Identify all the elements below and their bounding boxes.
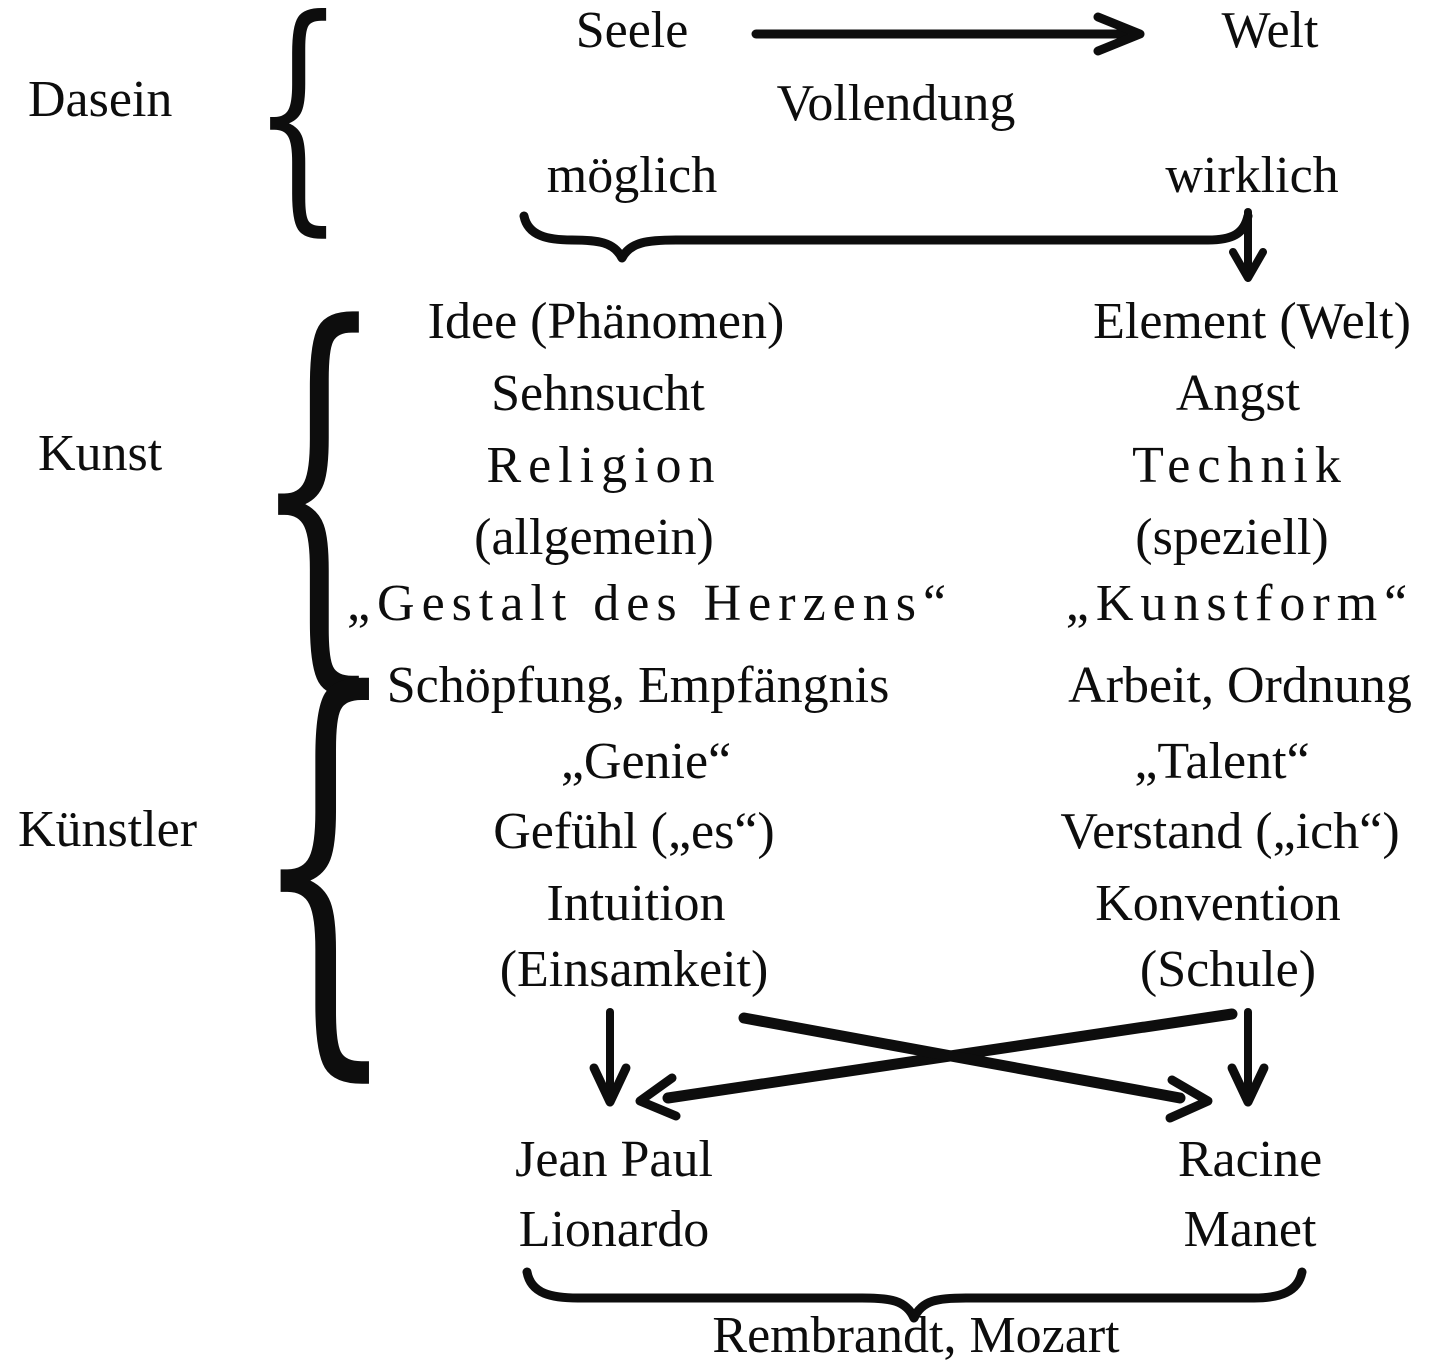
kuenstler-right-line-3: Verstand („ich“) [1060,803,1400,860]
brace-kuenstler: { [252,604,398,1116]
kunst-left-line-1: Idee (Phänomen) [427,293,785,350]
wirklich-down-arrow-icon [1229,208,1267,282]
example-left-line-2: Lionardo [518,1201,710,1258]
kuenstler-left-line-3: Gefühl („es“) [493,803,775,860]
kunst-right-line-5: „Kunstform“ [1065,575,1415,632]
dasein-left-top: Seele [575,2,689,59]
dasein-left-bottom: möglich [546,147,718,204]
row-label-dasein: Dasein [28,71,173,128]
einsamkeit-down-arrow-icon [589,1008,631,1107]
brace-dasein: { [252,0,345,257]
cross-arrow-to-right-icon [738,1012,1213,1123]
kunst-left-line-3: Religion [486,437,722,494]
seele-to-welt-arrow-icon [751,12,1145,56]
dasein-right-top: Welt [1221,2,1319,59]
schule-down-arrow-icon [1227,1008,1269,1107]
kuenstler-right-line-2: „Talent“ [1134,733,1310,790]
cross-arrow-to-left-icon [635,1008,1238,1121]
kuenstler-left-line-4: Intuition [546,875,726,932]
example-right-line-2: Manet [1183,1201,1317,1258]
dasein-middle-label: Vollendung [776,75,1016,132]
moeglich-wirklich-underbrace-icon [519,211,1253,263]
kunst-right-line-2: Angst [1175,365,1301,422]
kunst-left-line-4: (allgemein) [474,509,714,566]
kuenstler-right-line-1: Arbeit, Ordnung [1068,657,1412,714]
dasein-right-bottom: wirklich [1165,147,1339,204]
kunst-right-line-4: (speziell) [1135,509,1329,566]
brace-kunst: { [252,241,385,728]
kuenstler-left-line-1: Schöpfung, Empfängnis [386,657,890,714]
example-synthesis: Rembrandt, Mozart [712,1307,1120,1364]
kuenstler-right-line-4: Konvention [1095,875,1341,932]
example-left-line-1: Jean Paul [515,1131,713,1188]
kunst-right-line-3: Technik [1132,437,1348,494]
row-label-kuenstler: Künstler [18,801,198,858]
kuenstler-left-line-5: (Einsamkeit) [499,941,769,998]
kunst-left-line-5: „Gestalt des Herzens“ [346,575,954,632]
row-label-kunst: Kunst [38,425,163,482]
example-right-line-1: Racine [1177,1131,1323,1188]
kunst-left-line-2: Sehnsucht [491,365,705,422]
kunst-right-line-1: Element (Welt) [1093,293,1411,350]
kuenstler-right-line-5: (Schule) [1139,941,1317,998]
kuenstler-left-line-2: „Genie“ [560,733,732,790]
